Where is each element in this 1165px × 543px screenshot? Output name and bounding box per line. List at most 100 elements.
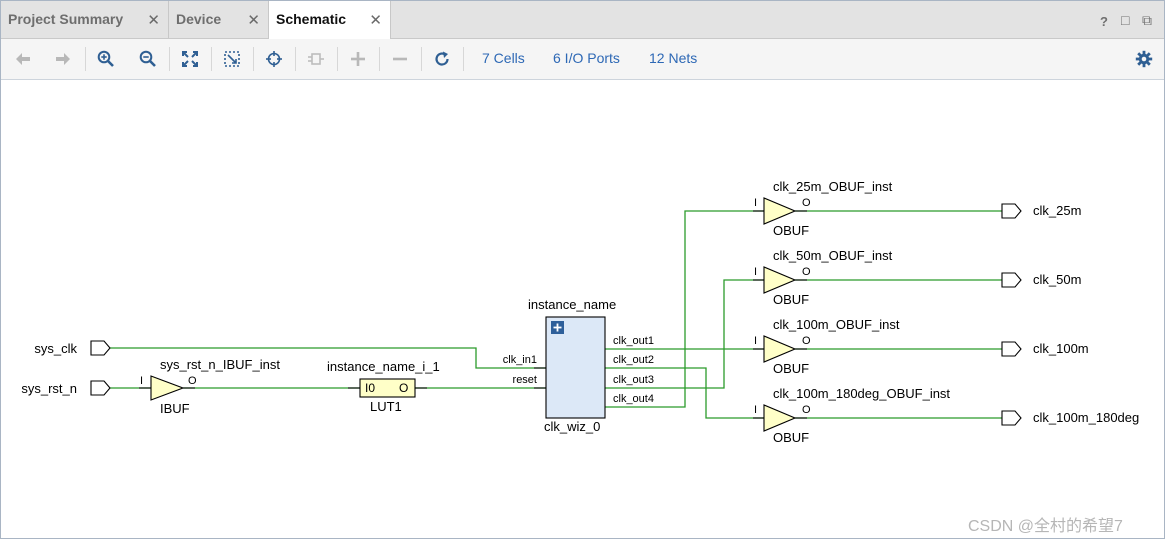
fit-view-icon[interactable]	[178, 47, 202, 71]
forward-arrow-icon[interactable]	[51, 47, 75, 71]
pin-label: O	[802, 335, 811, 347]
buffer-shape	[150, 375, 185, 401]
cell-instance-label: instance_name_i_1	[327, 359, 440, 374]
input-port-sys-clk[interactable]: sys_clk	[34, 340, 111, 356]
obuf-cell-clk-100m-180deg[interactable]: clk_100m_180deg_OBUF_inst I O OBUF	[754, 386, 950, 445]
pin-label: O	[802, 404, 811, 416]
pin-label: I	[754, 335, 757, 347]
obuf-cell-clk-100m[interactable]: clk_100m_OBUF_inst I O OBUF	[754, 317, 900, 376]
back-arrow-icon[interactable]	[11, 47, 35, 71]
pin-label: I	[140, 375, 143, 387]
lut-box	[359, 378, 416, 398]
toolbar-separator	[85, 47, 86, 71]
output-port-clk-50m[interactable]: clk_50m	[1001, 272, 1081, 288]
toolbar-separator	[463, 47, 464, 71]
pin-stubs	[139, 210, 807, 419]
pin-label: O	[188, 375, 197, 387]
nets-link[interactable]: 12 Nets	[649, 50, 698, 66]
buffer-shape	[763, 404, 797, 432]
cell-instance-label: clk_100m_180deg_OBUF_inst	[773, 386, 950, 401]
pin-label: I	[754, 266, 757, 278]
buffer-shape	[763, 335, 797, 363]
tab-label: Device	[176, 11, 222, 27]
tab-device[interactable]: Device ✕	[169, 1, 269, 38]
ibuf-cell[interactable]: sys_rst_n_IBUF_inst I O IBUF	[140, 357, 280, 416]
cell-type-label: clk_wiz_0	[544, 419, 600, 434]
pin-label: clk_out4	[613, 393, 654, 405]
port-label: sys_rst_n	[21, 381, 77, 396]
tab-label: Project Summary	[8, 11, 124, 27]
cell-instance-label: clk_50m_OBUF_inst	[773, 248, 893, 263]
toolbar-separator	[337, 47, 338, 71]
toolbar-separator	[421, 47, 422, 71]
cell-type-label: OBUF	[773, 361, 809, 376]
cell-instance-label: clk_100m_OBUF_inst	[773, 317, 900, 332]
zoom-out-icon[interactable]	[136, 47, 160, 71]
net-wires[interactable]	[109, 210, 1002, 419]
port-shape	[1001, 203, 1022, 219]
cell-type-label: OBUF	[773, 292, 809, 307]
clk-wiz-cell[interactable]: instance_name clk_in1 reset clk_out1 clk…	[503, 297, 654, 434]
port-label: sys_clk	[34, 341, 77, 356]
float-window-icon[interactable]: ⧉	[1142, 12, 1152, 28]
select-target-icon[interactable]	[262, 47, 286, 71]
close-icon[interactable]: ✕	[147, 12, 160, 29]
obuf-cell-clk-50m[interactable]: clk_50m_OBUF_inst I O OBUF	[754, 248, 893, 307]
expand-plus-icon[interactable]	[346, 47, 370, 71]
cells-link[interactable]: 7 Cells	[482, 50, 525, 66]
tab-label: Schematic	[276, 11, 347, 27]
zoom-in-icon[interactable]	[94, 47, 118, 71]
toolbar-separator	[211, 47, 212, 71]
buffer-shape	[763, 197, 797, 225]
port-shape	[1001, 410, 1022, 426]
pin-label: I0	[365, 381, 375, 395]
cell-type-label: OBUF	[773, 430, 809, 445]
restore-icon[interactable]: □	[1121, 12, 1130, 28]
tab-project-summary[interactable]: Project Summary ✕	[1, 1, 169, 38]
pin-label: O	[802, 266, 811, 278]
buffer-shape	[763, 266, 797, 294]
toolbar-separator	[253, 47, 254, 71]
gear-icon[interactable]	[1132, 47, 1156, 71]
close-icon[interactable]: ✕	[369, 12, 382, 29]
input-port-sys-rst-n[interactable]: sys_rst_n	[21, 380, 111, 396]
zoom-fit-selection-icon[interactable]	[220, 47, 244, 71]
port-shape	[90, 380, 111, 396]
output-port-clk-100m[interactable]: clk_100m	[1001, 341, 1089, 357]
watermark-text: CSDN @全村的希望7	[968, 518, 1123, 535]
port-shape	[90, 340, 111, 356]
pin-label: clk_out2	[613, 354, 654, 366]
output-port-clk-25m[interactable]: clk_25m	[1001, 203, 1081, 219]
tab-schematic[interactable]: Schematic ✕	[269, 1, 391, 39]
help-icon[interactable]: ?	[1100, 14, 1108, 29]
schematic-diagram[interactable]: sys_clk sys_rst_n sys_rst_n_IBUF_inst I …	[1, 80, 1164, 538]
io-ports-link[interactable]: 6 I/O Ports	[553, 50, 620, 66]
refresh-icon[interactable]	[430, 47, 454, 71]
cell-type-label: LUT1	[370, 399, 402, 414]
close-icon[interactable]: ✕	[247, 12, 260, 29]
collapse-minus-icon[interactable]	[388, 47, 412, 71]
cell-instance-label: instance_name	[528, 297, 616, 312]
cell-type-label: IBUF	[160, 401, 190, 416]
schematic-canvas[interactable]: sys_clk sys_rst_n sys_rst_n_IBUF_inst I …	[1, 80, 1164, 538]
pin-label: I	[754, 197, 757, 209]
expand-plus-icon[interactable]	[551, 321, 564, 334]
pin-label: clk_out3	[613, 374, 654, 386]
cell-type-label: OBUF	[773, 223, 809, 238]
schematic-toolbar: 7 Cells 6 I/O Ports 12 Nets	[1, 39, 1164, 80]
obuf-cell-clk-25m[interactable]: clk_25m_OBUF_inst I O OBUF	[754, 179, 893, 238]
pin-label: I	[754, 404, 757, 416]
pin-label: clk_out1	[613, 335, 654, 347]
port-label: clk_50m	[1033, 272, 1081, 287]
cell-instance-label: clk_25m_OBUF_inst	[773, 179, 893, 194]
output-port-clk-100m-180deg[interactable]: clk_100m_180deg	[1001, 410, 1139, 426]
lut1-cell[interactable]: instance_name_i_1 I0 O LUT1	[327, 359, 440, 414]
port-label: clk_25m	[1033, 203, 1081, 218]
port-label: clk_100m	[1033, 341, 1089, 356]
pin-label: reset	[513, 374, 537, 386]
pin-label: O	[399, 381, 408, 395]
pin-label: clk_in1	[503, 354, 537, 366]
port-shape	[1001, 272, 1022, 288]
route-icon[interactable]	[304, 47, 328, 71]
